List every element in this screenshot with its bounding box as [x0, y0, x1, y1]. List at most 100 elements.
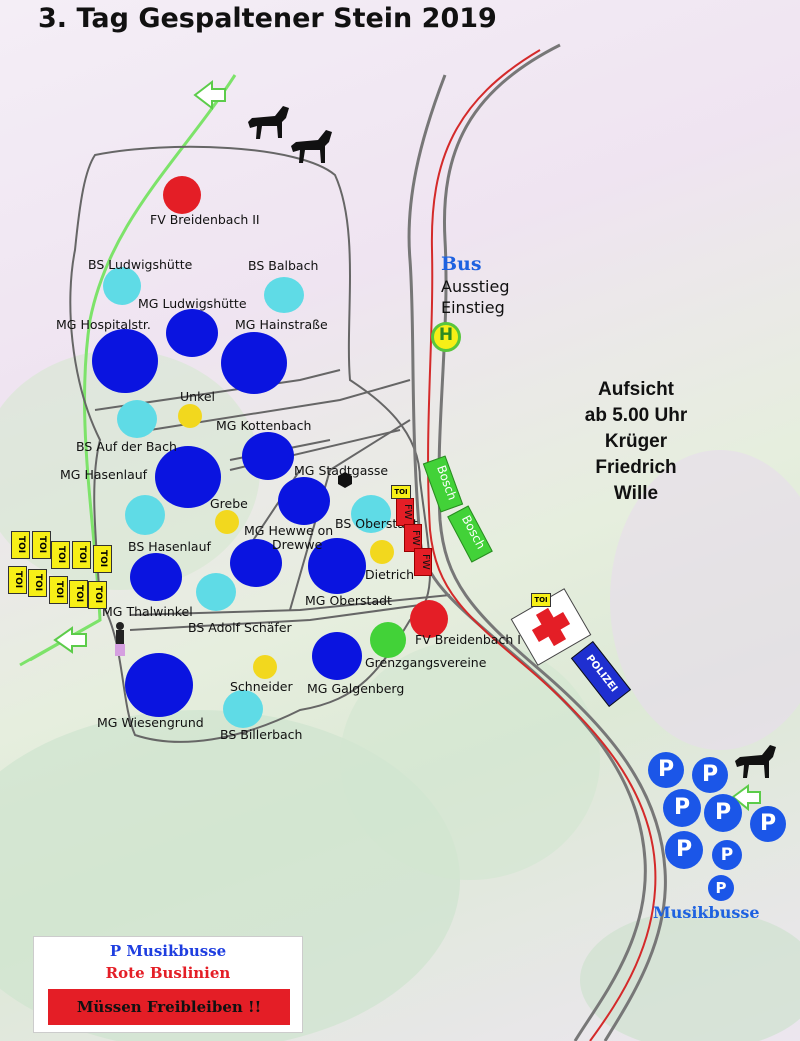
bs-hasenlauf-marker [125, 495, 165, 535]
label-drewwe: Drewwe [272, 537, 323, 552]
bs-auf-der-bach-marker [117, 400, 157, 438]
aufsicht-line5: Wille [613, 483, 659, 504]
map-title: 3. Tag Gespaltener Stein 2019 [38, 3, 497, 34]
forest-patch [340, 640, 600, 880]
label-fv-breidenbach-1: FV Breidenbach I [415, 632, 521, 647]
fw-box: FW [404, 524, 422, 552]
label-bs-billerbach: BS Billerbach [220, 727, 303, 742]
parking-icon: P [712, 840, 742, 870]
toilet-box: TOI [32, 531, 51, 559]
mg-hospitalstr-marker [92, 329, 158, 393]
green-arrow-icon [193, 79, 226, 111]
fv-breidenbach-1-marker [410, 600, 448, 638]
toi-small: TOI [391, 485, 411, 499]
main-road [407, 74, 647, 1041]
mg-oberstadt-marker [308, 538, 366, 594]
toilet-box: TOI [8, 566, 27, 594]
person-icon [115, 622, 125, 656]
green-arrow-icon [731, 784, 761, 812]
mg-stadtgasse-marker [278, 477, 330, 525]
mg-hasenlauf-marker [155, 446, 221, 508]
label-mg-kottenbach: MG Kottenbach [216, 418, 312, 433]
bus-stop-icon [431, 322, 461, 352]
aufsicht-line4: Friedrich [595, 457, 677, 478]
label-mg-hasenlauf: MG Hasenlauf [60, 467, 148, 482]
label-mg-hospitalstr: MG Hospitalstr. [56, 317, 151, 332]
parking-icon: P [750, 806, 786, 842]
aufsicht-line1: Aufsicht [598, 379, 674, 400]
horse-icon [248, 106, 289, 139]
grenzgangsvereine-marker [370, 622, 406, 658]
parking-icon: P [665, 831, 703, 869]
bus-line-red [427, 49, 657, 1041]
label-bs-balbach: BS Balbach [248, 258, 319, 273]
stadtgasse-marker-icon [338, 472, 352, 488]
fw-box: FW [396, 498, 414, 526]
parking-icon: P [708, 875, 734, 901]
label-mg-galgenberg: MG Galgenberg [307, 681, 405, 696]
toilet-box: TOI [11, 531, 30, 559]
mg-kottenbach-marker [242, 432, 294, 480]
aufsicht-line3: Krüger [604, 431, 668, 452]
label-mg-hewwe-on: MG Hewwe on [244, 523, 334, 538]
forest-patch [580, 910, 800, 1041]
bus-heading: Bus [441, 253, 482, 275]
green-arrow-icon [53, 626, 87, 654]
parking-icon: P [648, 752, 684, 788]
inner-path [129, 604, 421, 631]
forest-patch [610, 450, 800, 750]
aufsicht-block: Aufsicht ab 5.00 Uhr Krüger Friedrich Wi… [556, 377, 716, 507]
bs-balbach-marker [264, 277, 304, 313]
toilet-box: TOI [49, 576, 68, 604]
green-trail [29, 74, 237, 662]
label-bs-hasenlauf: BS Hasenlauf [128, 539, 211, 554]
toilet-box: TOI [28, 569, 47, 597]
unkel-marker [178, 404, 202, 428]
parking-icon: P [663, 789, 701, 827]
bs-oberstadt-marker [351, 495, 391, 533]
schneider-marker [253, 655, 277, 679]
label-unkel: Unkel [180, 389, 216, 404]
mg-hainstrasse-marker [221, 332, 287, 394]
label-grenzgangsvereine: Grenzgangsvereine [365, 655, 487, 670]
label-bs-adolf-schaefer: BS Adolf Schäfer [188, 620, 292, 635]
main-road [437, 43, 667, 1041]
fv-breidenbach-2-marker [163, 176, 201, 214]
label-bs-ludwigshuette: BS Ludwigshütte [88, 257, 193, 272]
label-schneider: Schneider [230, 679, 293, 694]
inner-path [94, 369, 341, 411]
toi-small: TOI [531, 593, 551, 607]
event-area-outline [69, 145, 431, 743]
bus-ausstieg: Ausstieg [441, 277, 510, 296]
toilet-box: TOI [51, 541, 70, 569]
aufsicht-line2: ab 5.00 Uhr [584, 405, 688, 426]
label-mg-stadtgasse: MG Stadtgasse [294, 463, 389, 478]
bs-ludwigshuette-marker [103, 267, 141, 305]
inner-path [289, 419, 411, 611]
parking-icon: P [692, 757, 728, 793]
label-mg-ludwigshuette: MG Ludwigshütte [138, 296, 247, 311]
fw-box: FW [414, 548, 432, 576]
label-grebe: Grebe [210, 496, 248, 511]
parking-icon: P [704, 794, 742, 832]
legend-musikbusse: P Musikbusse [109, 942, 227, 960]
inner-path [129, 594, 451, 616]
label-mg-oberstadt: MG Oberstadt [305, 593, 392, 608]
bs-billerbach-marker [223, 690, 263, 728]
bs-adolf-schaefer-marker [196, 573, 236, 611]
mg-galgenberg-marker [312, 632, 362, 680]
mg-wiesengrund-marker [125, 653, 193, 717]
legend-warning: Müssen Freibleiben !! [48, 989, 290, 1025]
musikbusse-label: Musikbusse [653, 903, 760, 922]
label-mg-thalwinkel: MG Thalwinkel [102, 604, 193, 619]
dietrich-marker [370, 540, 394, 564]
inner-path [149, 379, 411, 431]
mg-ludwigshuette-marker [166, 309, 218, 357]
toilet-box: TOI [72, 541, 91, 569]
legend-box: P Musikbusse Rote Buslinien Müssen Freib… [33, 936, 303, 1033]
label-fv-breidenbach-2: FV Breidenbach II [150, 212, 260, 227]
horse-icon [291, 130, 332, 163]
mg-thalwinkel-marker [130, 553, 182, 601]
toilet-box: TOI [93, 545, 112, 573]
label-mg-hainstrasse: MG Hainstraße [235, 317, 328, 332]
